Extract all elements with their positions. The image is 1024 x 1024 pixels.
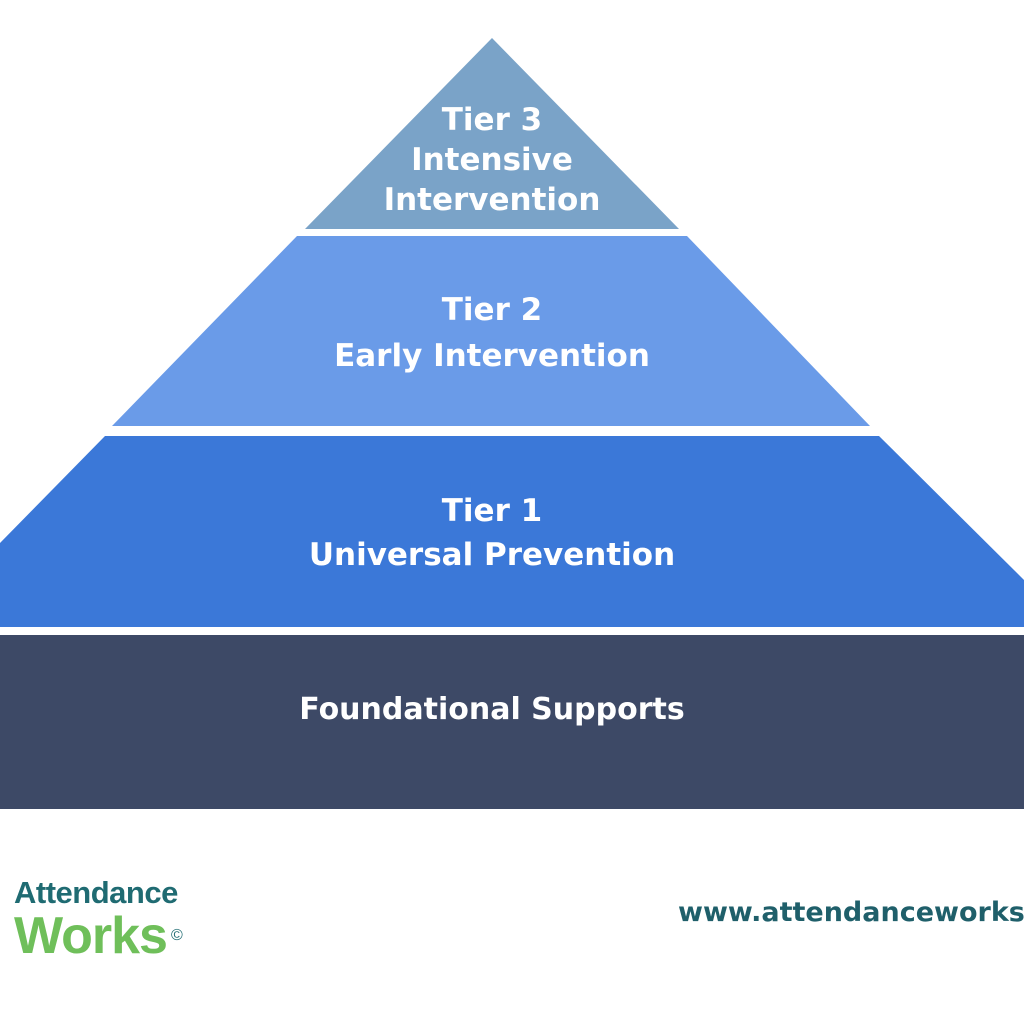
attendance-works-logo: Attendance Works© [14,875,183,965]
tier3-subtitle-line2: Intervention [383,182,601,218]
tier3-title: Tier 3 [441,102,543,138]
website-url: www.attendanceworks.org [678,897,1024,928]
tier1-label: Tier 1 Universal Prevention [0,489,984,577]
tier3-block [305,38,679,229]
tier3-subtitle-line1: Intensive [411,142,573,178]
tier1-block [0,436,1024,627]
logo-works-text: Works© [14,907,183,965]
foundation-label: Foundational Supports [0,690,984,730]
logo-attendance-text: Attendance [14,875,178,910]
tier1-title: Tier 1 [441,493,543,529]
tier1-subtitle: Universal Prevention [308,537,676,573]
copyright-symbol: © [170,927,183,944]
tier3-label: Tier 3 Intensive Intervention [0,100,984,220]
foundation-block [0,635,1024,809]
logo-works-word: Works [14,907,168,965]
foundation-title: Foundational Supports [299,692,685,727]
tier2-block [112,236,870,426]
tier2-subtitle: Early Intervention [334,338,650,374]
tier2-label: Tier 2 Early Intervention [0,287,984,379]
tier2-title: Tier 2 [441,292,543,328]
